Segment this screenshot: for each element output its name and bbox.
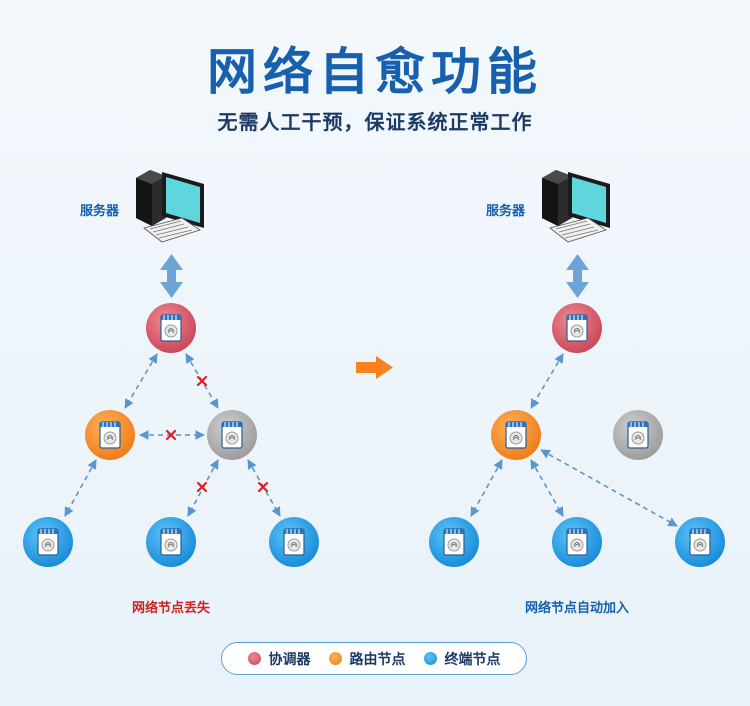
router-dot-icon [328, 652, 342, 665]
end-node-left-3 [269, 517, 319, 567]
end-node-right-1 [429, 517, 479, 567]
end-node-left-1 [23, 517, 73, 567]
legend: 协调器 路由节点 终端节点 [221, 642, 527, 675]
right-links [470, 353, 678, 527]
server-label-right: 服务器 [486, 204, 526, 219]
end-node-left-2 [146, 517, 196, 567]
end-node-right-3 [675, 517, 725, 567]
end-device-dot-icon [423, 652, 437, 665]
failed-router-node-right [613, 410, 663, 460]
legend-item-end-device: 终端节点 [423, 649, 501, 669]
right-caption: 网络节点自动加入 [524, 601, 629, 616]
server-link-arrow [160, 254, 183, 298]
server-computer-icon [135, 169, 205, 243]
legend-label: 协调器 [268, 651, 311, 668]
left-caption: 网络节点丢失 [131, 601, 210, 616]
broken-link-icon [165, 375, 269, 493]
coordinator-dot-icon [247, 652, 261, 665]
legend-label: 终端节点 [444, 651, 501, 668]
legend-item-coordinator: 协调器 [247, 649, 311, 669]
server-label-left: 服务器 [80, 204, 120, 219]
end-node-right-2 [552, 517, 602, 567]
page-subtitle: 无需人工干预，保证系统正常工作 [217, 110, 533, 134]
legend-item-router: 路由节点 [328, 649, 406, 669]
coordinator-node-left [146, 303, 196, 353]
page-title: 网络自愈功能 [207, 43, 543, 101]
router-node-left [85, 410, 135, 460]
coordinator-node-right [552, 303, 602, 353]
legend-label: 路由节点 [349, 651, 406, 668]
router-node-right [491, 410, 541, 460]
server-computer-icon-right [541, 169, 611, 243]
transition-arrow-icon [356, 356, 393, 379]
server-link-arrow-right [566, 254, 589, 298]
failed-router-node-left [207, 410, 257, 460]
